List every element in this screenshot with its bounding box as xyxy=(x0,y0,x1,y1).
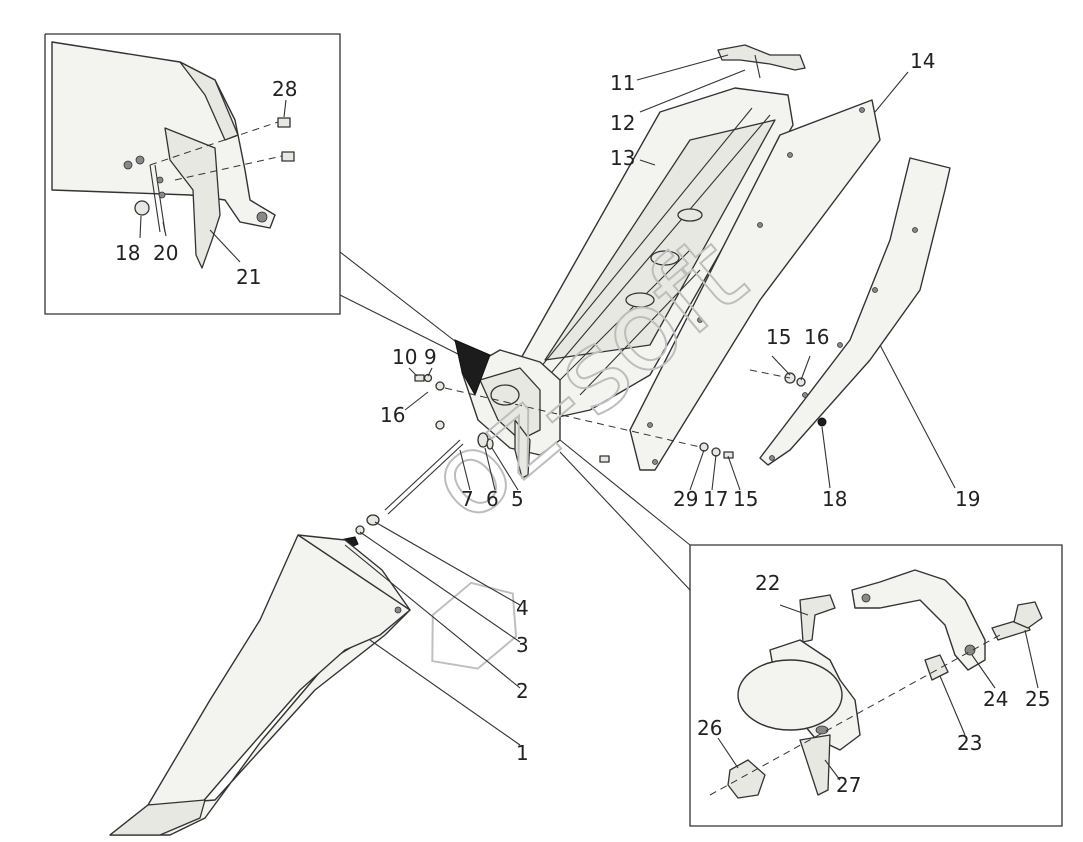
label-part-1: 1 xyxy=(516,741,529,765)
label-part-26: 27 xyxy=(836,773,861,797)
label-part-22: 22 xyxy=(755,571,780,595)
detail-inset-bottom-right xyxy=(559,439,1063,827)
label-part-18: 18 xyxy=(822,487,847,511)
label-part-16-right: 16 xyxy=(804,325,829,349)
label-part-16-left: 16 xyxy=(380,403,405,427)
label-part-15-upper: 15 xyxy=(766,325,791,349)
label-part-20: 20 xyxy=(153,241,178,265)
label-part-3: 3 xyxy=(516,633,529,657)
label-part-4: 4 xyxy=(516,596,529,620)
label-part-12: 12 xyxy=(610,111,635,135)
label-part-15-lower: 15 xyxy=(733,487,758,511)
label-part-21: 21 xyxy=(236,265,261,289)
detail-inset-top-left xyxy=(44,33,341,315)
divider-part xyxy=(109,534,411,836)
label-part-11: 11 xyxy=(610,71,635,95)
label-part-9: 9 xyxy=(424,345,437,369)
label-part-29: 29 xyxy=(673,487,698,511)
label-part-17: 17 xyxy=(703,487,728,511)
label-part-6: 6 xyxy=(486,487,499,511)
label-part-10: 10 xyxy=(392,345,417,369)
label-part-23: 23 xyxy=(957,731,982,755)
label-part-19: 19 xyxy=(955,487,980,511)
label-part-2: 2 xyxy=(516,679,529,703)
label-part-28: 28 xyxy=(272,77,297,101)
part-labels: 28 18 20 21 11 12 13 14 10 9 16 15 16 7 … xyxy=(115,49,1050,797)
label-part-27: 26 xyxy=(697,716,722,740)
label-part-13: 13 xyxy=(610,146,635,170)
inset-leader-bottom xyxy=(339,294,471,361)
label-part-25: 25 xyxy=(1025,687,1050,711)
label-part-18-inset: 18 xyxy=(115,241,140,265)
label-part-14: 14 xyxy=(910,49,935,73)
label-part-24: 24 xyxy=(983,687,1008,711)
leader-lines xyxy=(344,54,1039,781)
label-part-5: 5 xyxy=(511,487,524,511)
inset-leader-top xyxy=(339,251,461,346)
label-part-7: 7 xyxy=(461,487,474,511)
